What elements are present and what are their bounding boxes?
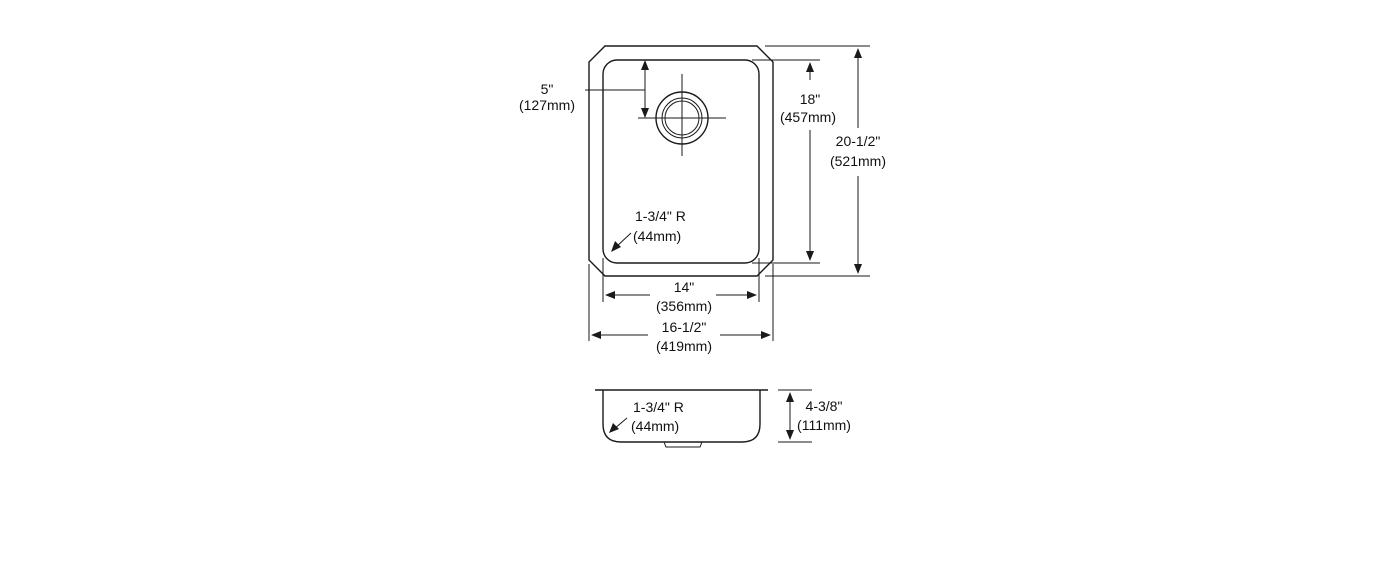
side-view: 1-3/4" R (44mm) 4-3/8" (111mm)	[595, 389, 851, 448]
bowl-width-dimension	[602, 258, 760, 302]
bowl-width-label-mm: (356mm)	[656, 298, 712, 314]
overall-width-label-in: 16-1/2"	[662, 319, 707, 335]
side-radius-leader	[609, 417, 628, 433]
side-radius-label-mm: (44mm)	[631, 418, 679, 434]
overall-length-label-in: 20-1/2"	[836, 133, 881, 149]
depth-dimension	[778, 389, 812, 443]
side-bowl-profile	[602, 390, 761, 443]
bowl-length-label-mm: (457mm)	[780, 109, 836, 125]
bowl-length-label-in: 18"	[800, 91, 821, 107]
drain-offset-dimension	[585, 60, 649, 118]
depth-label-mm: (111mm)	[797, 417, 851, 433]
side-drain-stub	[663, 441, 703, 448]
bowl-width-label-in: 14"	[674, 279, 695, 295]
drain-offset-label-mm: (127mm)	[519, 97, 575, 113]
side-radius-label-in: 1-3/4" R	[633, 399, 684, 415]
corner-radius-label-in: 1-3/4" R	[635, 208, 686, 224]
top-view: 5" (127mm) 18" (457mm) 20-1/2" (521mm)	[519, 45, 886, 354]
drain	[638, 74, 726, 156]
overall-width-dimension	[588, 264, 774, 341]
sink-flange-outline	[588, 45, 774, 277]
overall-width-label-mm: (419mm)	[656, 338, 712, 354]
corner-radius-label-mm: (44mm)	[633, 228, 681, 244]
overall-length-dimension	[765, 45, 870, 277]
overall-length-label-mm: (521mm)	[830, 153, 886, 169]
sink-bowl-outline	[602, 59, 760, 264]
drain-offset-label-in: 5"	[541, 81, 554, 97]
bowl-length-dimension	[752, 59, 820, 264]
depth-label-in: 4-3/8"	[806, 398, 843, 414]
corner-radius-leader	[611, 232, 632, 252]
